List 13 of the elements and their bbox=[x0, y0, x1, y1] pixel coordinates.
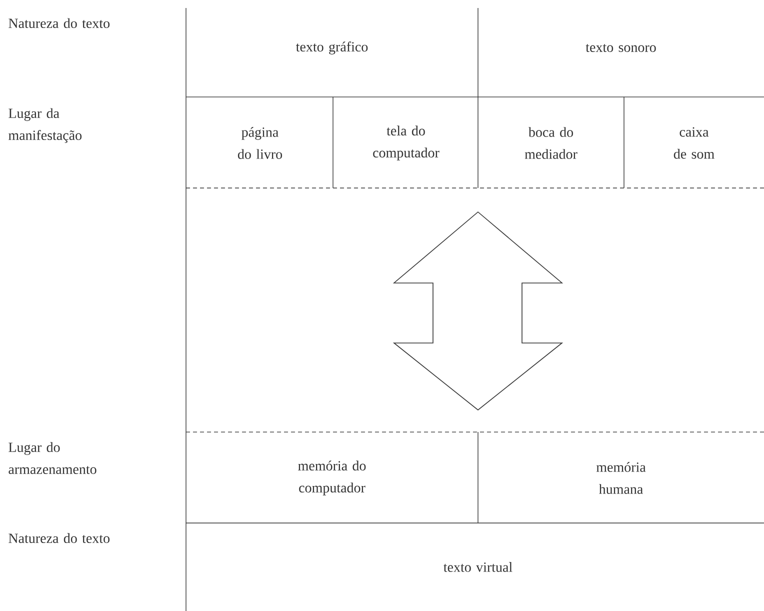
table-cell-text: boca do mediador bbox=[524, 127, 578, 159]
table-cell-text: texto gráfico bbox=[296, 42, 368, 54]
table-cell-text: texto virtual bbox=[444, 562, 512, 572]
table-cell-text: texto sonoro bbox=[586, 44, 656, 52]
row-label: Lugar do armazenamento bbox=[8, 442, 96, 474]
table-cell-text: memória do computador bbox=[298, 460, 366, 496]
table-cell-text: memória humana bbox=[596, 462, 646, 494]
table-cell-text: página do livro bbox=[238, 127, 282, 159]
row-label: Natureza do texto bbox=[8, 533, 110, 544]
row-label: Lugar da manifestação bbox=[8, 108, 82, 143]
row-label: Natureza do texto bbox=[8, 18, 110, 28]
table-cell-text: caixa de som bbox=[674, 127, 714, 159]
table-cell-text: tela do computador bbox=[373, 126, 440, 160]
